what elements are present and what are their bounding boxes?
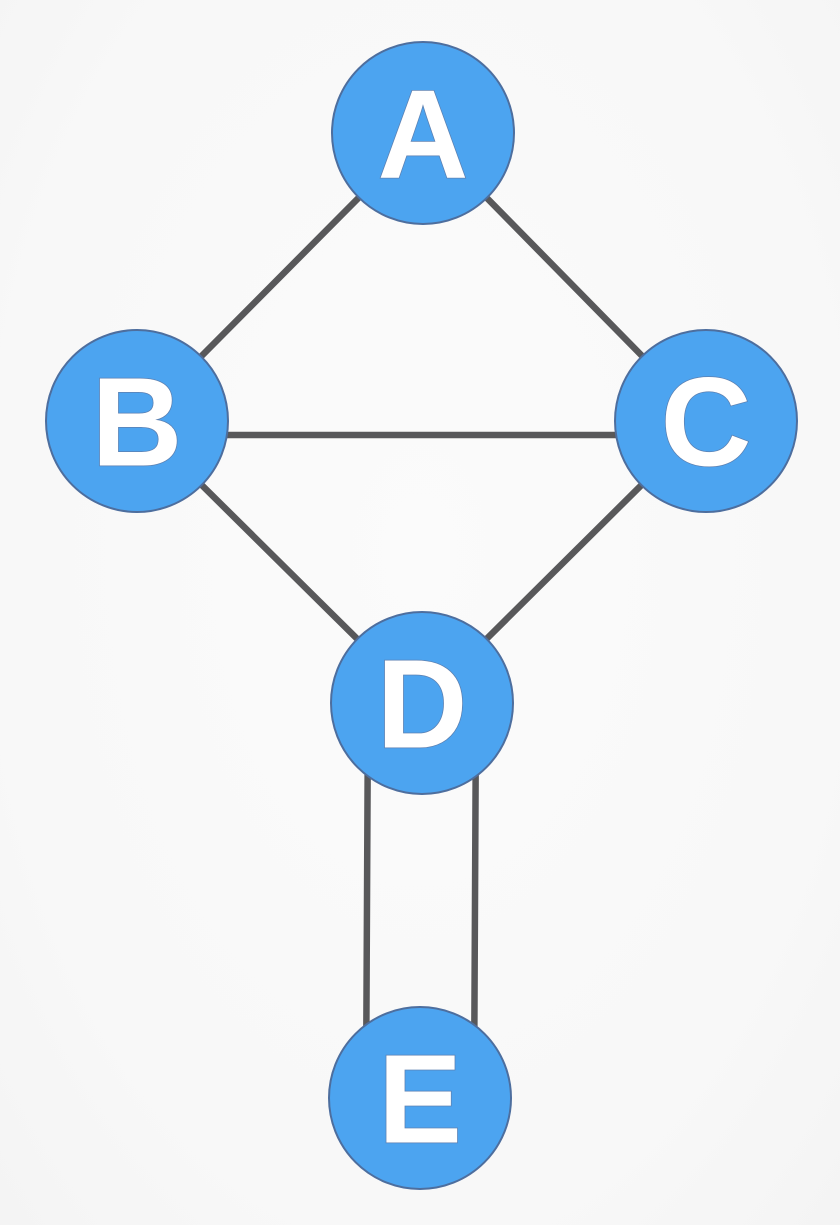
node-circle-D xyxy=(330,611,514,795)
node-circle-E xyxy=(328,1006,512,1190)
node-label-A: A xyxy=(378,64,469,205)
node-circle-B xyxy=(45,329,229,513)
node-label-D: D xyxy=(377,634,468,775)
node-D: D xyxy=(330,611,514,795)
node-circle-C xyxy=(614,329,798,513)
node-label-B: B xyxy=(92,352,183,493)
node-E: E xyxy=(328,1006,512,1190)
node-label-C: C xyxy=(661,352,752,493)
node-B: B xyxy=(45,329,229,513)
node-C: C xyxy=(614,329,798,513)
node-label-E: E xyxy=(378,1029,462,1170)
node-circle-A xyxy=(331,41,515,225)
nodes-layer: A B C D E xyxy=(45,41,798,1190)
node-A: A xyxy=(331,41,515,225)
